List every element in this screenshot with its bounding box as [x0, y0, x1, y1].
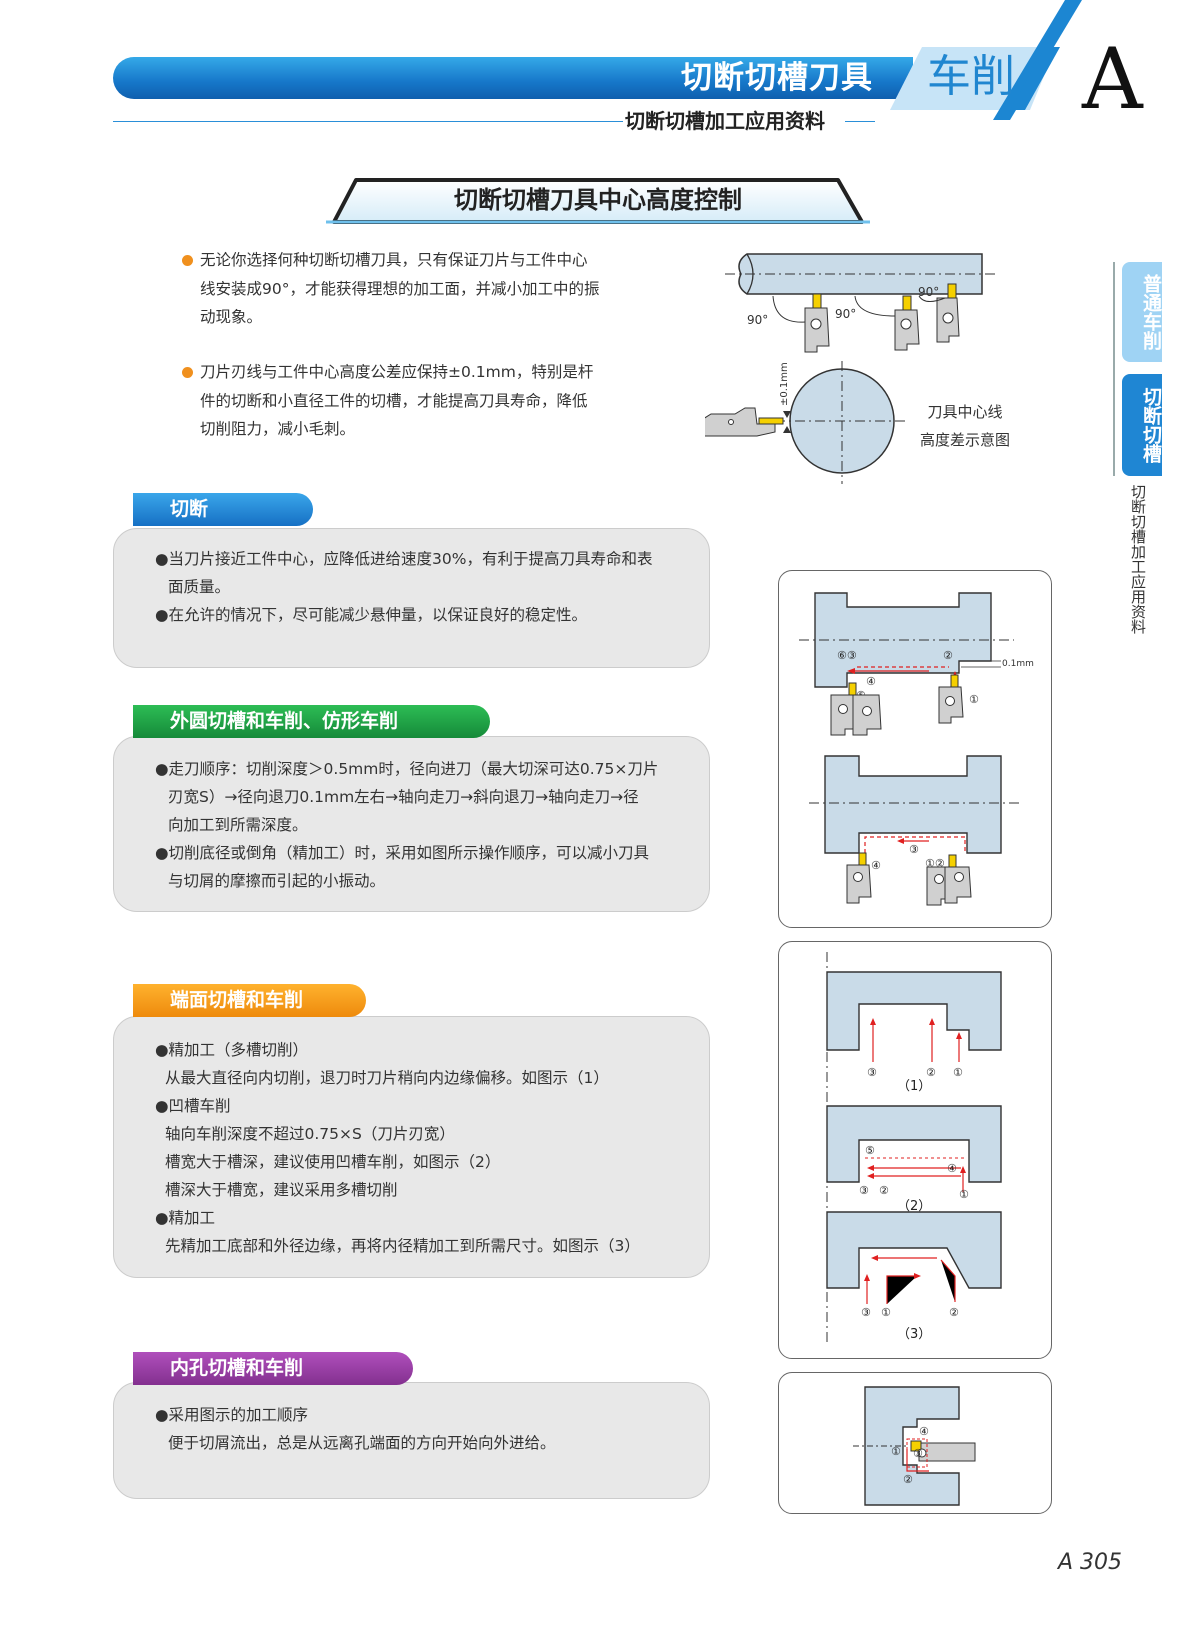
intro-bullet-2-line: 件的切断和小直径工件的切槽，才能提高刀具寿命，降低	[200, 391, 588, 410]
panel-line: 与切屑的摩擦而引起的小振动。	[168, 872, 386, 890]
dimension-label: 0.1mm	[1002, 659, 1034, 669]
panel-face-grooving	[113, 1016, 710, 1278]
side-note: 切断切槽加工应用资料	[1129, 484, 1147, 634]
panel-line: ●凹槽车削	[155, 1097, 231, 1115]
diagram-caption-line: 高度差示意图	[919, 431, 1010, 449]
figure-id-grooving: ④ ① ③ ②	[853, 1386, 976, 1506]
bullet-dot	[182, 367, 193, 378]
center-height-diagram: 90° 90° 90° ±0.1mm	[705, 253, 995, 484]
figure-parting-od: ⑥③ ② ④ ⑤ ① 0.1mm ③ ①② ④	[799, 592, 1034, 906]
header-rule	[113, 121, 623, 122]
panel-line: ●采用图示的加工顺序	[155, 1406, 309, 1424]
header-category: 车削	[927, 51, 1015, 102]
panel-line: ●在允许的情况下，尽可能减少悬伸量，以保证良好的稳定性。	[155, 606, 588, 624]
header-subtitle: 切断切槽加工应用资料	[625, 109, 825, 133]
tool-holder-1	[804, 293, 830, 353]
svg-text:①: ①	[969, 693, 979, 706]
panel-line: 槽宽大于槽深，建议使用凹槽车削，如图示（2）	[165, 1153, 501, 1171]
angle-label-3: 90°	[918, 285, 939, 299]
svg-text:①: ①	[959, 1188, 969, 1201]
svg-text:③: ③	[913, 1447, 923, 1460]
panel-id-grooving-text: ●采用图示的加工顺序 便于切屑流出，总是从远离孔端面的方向开始向外进给。	[155, 1401, 700, 1457]
panel-face-grooving-text: ●精加工（多槽切削） 从最大直径向内切削，退刀时刀片稍向内边缘偏移。如图示（1）…	[155, 1036, 700, 1260]
panel-line: ●精加工	[155, 1209, 216, 1227]
section-title: 切断切槽刀具中心高度控制	[454, 186, 742, 214]
svg-text:③: ③	[867, 1066, 877, 1079]
section-title-frame	[326, 178, 870, 224]
figure-box-face-grooving: ③ ② ① （1） ⑤ ④ ③ ② ① （2） ③ ① ② （3）	[778, 941, 1052, 1359]
diagram-caption: 刀具中心线 高度差示意图	[905, 398, 1025, 454]
panel-parting-text: ●当刀片接近工件中心，应降低进给速度30%，有利于提高刀具寿命和表 面质量。 ●…	[155, 545, 695, 629]
panel-id-grooving	[113, 1382, 710, 1499]
angle-label-2: 90°	[835, 307, 856, 321]
panel-line: 从最大直径向内切削，退刀时刀片稍向内边缘偏移。如图示（1）	[165, 1069, 609, 1087]
figure-box-parting: ⑥③ ② ④ ⑤ ① 0.1mm ③ ①② ④	[778, 570, 1052, 928]
intro-bullet-1-line: 无论你选择何种切断切槽刀具，只有保证刀片与工件中心	[200, 251, 588, 269]
panel-line: 刃宽S）→径向退刀0.1mm左右→轴向走刀→斜向退刀→轴向走刀→径	[168, 788, 639, 806]
diagram-caption-line: 刀具中心线	[927, 403, 1003, 421]
side-tab-parting-grooving[interactable]: 切断切槽	[1122, 374, 1162, 476]
panel-line: 面质量。	[168, 578, 231, 596]
figure-label-1: （1）	[897, 1079, 931, 1094]
pill-face-grooving: 端面切槽和车削	[133, 984, 366, 1017]
page-number: A 305	[1058, 1550, 1123, 1575]
figure-label-2: （2）	[897, 1199, 931, 1214]
svg-text:④: ④	[866, 675, 876, 688]
side-tool	[705, 407, 784, 437]
side-tab-general-turning[interactable]: 普通车削	[1122, 262, 1162, 362]
bullet-dot	[182, 255, 193, 266]
header-letter: A	[1082, 30, 1143, 128]
intro-bullet-1: 无论你选择何种切断切槽刀具，只有保证刀片与工件中心 线安装成90°，才能获得理想…	[182, 246, 622, 332]
pill-parting: 切断	[133, 493, 313, 526]
svg-text:②: ②	[949, 1306, 959, 1319]
panel-line: ●切削底径或倒角（精加工）时，采用如图所示操作顺序，可以减小刀具	[155, 844, 650, 862]
panel-line: 向加工到所需深度。	[168, 816, 308, 834]
intro-bullet-1-line: 动现象。	[200, 308, 263, 326]
angle-label-1: 90°	[747, 313, 768, 327]
intro-bullet-2: 刀片刃线与工件中心高度公差应保持±0.1mm，特别是杆 件的切断和小直径工件的切…	[182, 358, 622, 444]
panel-line: ●精加工（多槽切削）	[155, 1041, 309, 1059]
svg-text:②: ②	[943, 649, 953, 662]
svg-text:②: ②	[926, 1066, 936, 1079]
intro-bullet-2-line: 切削阻力，减小毛刺。	[200, 420, 356, 438]
panel-line: ●走刀顺序：切削深度＞0.5mm时，径向进刀（最大切深可达0.75×刀片	[155, 760, 659, 778]
tool-holder-2	[894, 295, 920, 351]
svg-text:④: ④	[919, 1425, 929, 1438]
svg-text:④: ④	[947, 1162, 957, 1175]
svg-text:①: ①	[953, 1066, 963, 1079]
panel-line: ●当刀片接近工件中心，应降低进给速度30%，有利于提高刀具寿命和表	[155, 550, 653, 568]
figure-face-grooving: ③ ② ① （1） ⑤ ④ ③ ② ① （2） ③ ① ② （3）	[826, 952, 1002, 1342]
figure-label-3: （3）	[897, 1327, 931, 1342]
panel-line: 轴向车削深度不超过0.75×S（刀片刃宽）	[165, 1125, 455, 1143]
panel-od-grooving	[113, 736, 710, 912]
pill-od-grooving: 外圆切槽和车削、仿形车削	[133, 705, 490, 738]
figure-box-id-grooving: ④ ① ③ ②	[778, 1372, 1052, 1514]
panel-line: 先精加工底部和外径边缘，再将内径精加工到所需尺寸。如图示（3）	[165, 1237, 640, 1255]
panel-line: 槽深大于槽宽，建议采用多槽切削	[165, 1181, 398, 1199]
svg-text:④: ④	[871, 859, 881, 872]
intro-bullet-1-line: 线安装成90°，才能获得理想的加工面，并减小加工中的振	[200, 279, 600, 298]
svg-text:②: ②	[903, 1473, 913, 1486]
tool-holder-3	[936, 283, 960, 343]
svg-text:②: ②	[879, 1184, 889, 1197]
svg-text:③: ③	[909, 843, 919, 856]
intro-bullet-2-line: 刀片刃线与工件中心高度公差应保持±0.1mm，特别是杆	[200, 363, 594, 381]
svg-text:①: ①	[891, 1445, 901, 1458]
svg-text:③: ③	[861, 1306, 871, 1319]
svg-text:③: ③	[859, 1184, 869, 1197]
header-rule-right	[845, 121, 875, 122]
svg-text:①: ①	[881, 1306, 891, 1319]
header-bar	[113, 57, 913, 99]
svg-text:⑥③: ⑥③	[837, 649, 857, 662]
panel-line: 便于切屑流出，总是从远离孔端面的方向开始向外进给。	[168, 1434, 556, 1452]
tolerance-label: ±0.1mm	[779, 362, 790, 406]
svg-text:⑤: ⑤	[865, 1144, 875, 1157]
side-tab-rule	[1113, 262, 1115, 476]
pill-id-grooving: 内孔切槽和车削	[133, 1352, 413, 1385]
header-stripe-graphic	[890, 0, 1082, 120]
header-title: 切断切槽刀具	[681, 60, 873, 96]
panel-od-grooving-text: ●走刀顺序：切削深度＞0.5mm时，径向进刀（最大切深可达0.75×刀片 刃宽S…	[155, 755, 700, 895]
panel-parting	[113, 528, 710, 668]
